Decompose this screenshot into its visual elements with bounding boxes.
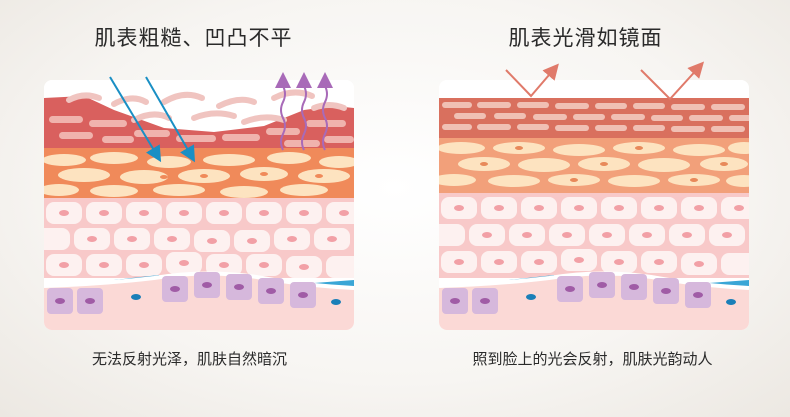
smooth-skin-panel: 肌表光滑如镜面 — [395, 0, 790, 417]
smooth-skin-diagram — [439, 80, 749, 330]
smooth-skin-title: 肌表光滑如镜面 — [508, 26, 663, 50]
rough-skin-panel: 肌表粗糙、凹凸不平 — [44, 26, 354, 368]
rough-skin-illustration — [44, 80, 354, 330]
rough-skin-title: 肌表粗糙、凹凸不平 — [94, 26, 293, 50]
rough-skin-diagram — [44, 80, 354, 330]
rough-skin-caption: 无法反射光泽，肌肤自然暗沉 — [91, 350, 287, 368]
smooth-skin-caption: 照到脸上的光会反射，肌肤光韵动人 — [472, 350, 713, 368]
smooth-skin-illustration — [439, 80, 749, 330]
